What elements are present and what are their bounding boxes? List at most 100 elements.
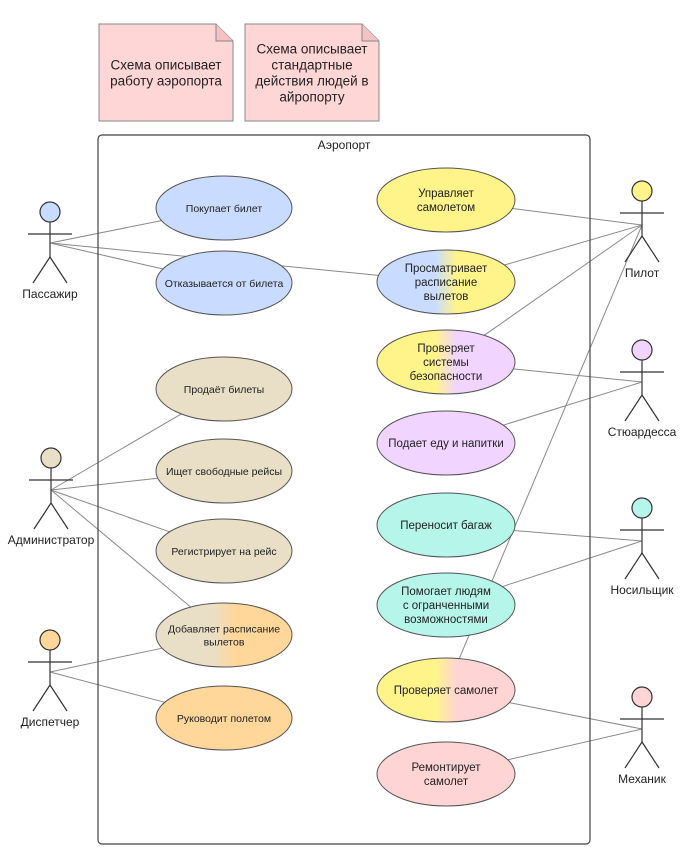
use-case-label: вылетов bbox=[424, 291, 469, 303]
use-case-shape bbox=[155, 438, 293, 504]
system-boundary: Аэропорт bbox=[97, 134, 591, 845]
note-fold bbox=[361, 24, 379, 42]
actor-body bbox=[620, 707, 664, 769]
use-case-label: самолетом bbox=[417, 202, 475, 214]
association-porter-helps-disabled bbox=[502, 540, 643, 588]
use-case-checks-plane: Проверяет самолет bbox=[376, 657, 516, 723]
actor-head bbox=[631, 497, 653, 519]
use-case-registers: Регистрирует на рейс bbox=[155, 518, 293, 584]
use-case-helps-disabled: Помогает людям с огранченными возможностям… bbox=[376, 572, 516, 638]
associations bbox=[49, 207, 643, 761]
use-case-label: Покупает билет bbox=[186, 203, 263, 215]
association-admin-sells-tickets bbox=[50, 413, 182, 491]
actor-body bbox=[29, 468, 73, 530]
actor-dispatcher: Диспетчер bbox=[21, 629, 80, 729]
actor-body bbox=[620, 518, 664, 580]
actor-head bbox=[39, 201, 61, 223]
actor-head bbox=[631, 686, 653, 708]
association-pilot-checks-safety bbox=[483, 224, 643, 336]
association-pilot-flies-plane bbox=[512, 207, 643, 226]
association-stewardess-checks-safety bbox=[513, 368, 643, 383]
actor-pilot: Пилот bbox=[620, 180, 664, 280]
use-case-label: Управляет bbox=[418, 188, 475, 200]
association-admin-adds-schedule bbox=[50, 489, 192, 608]
actor-porter: Носильщик bbox=[610, 497, 674, 597]
note-body bbox=[98, 23, 234, 122]
use-case-label: Проверяет самолет bbox=[394, 685, 499, 697]
use-case-label: самолет bbox=[424, 776, 469, 788]
use-case-shape bbox=[155, 250, 293, 316]
note-text-line: Схема описывает bbox=[257, 42, 368, 57]
association-porter-carries-luggage bbox=[513, 530, 643, 542]
use-case-label: Просматривает bbox=[405, 263, 488, 275]
association-stewardess-serves-food bbox=[503, 381, 643, 426]
association-dispatcher-directs-flight bbox=[49, 671, 165, 703]
association-passenger-buys-ticket bbox=[49, 220, 162, 244]
actor-body bbox=[620, 360, 664, 422]
association-pilot-views-schedule bbox=[504, 224, 643, 266]
association-admin-finds-flights bbox=[50, 477, 158, 491]
use-case-shape bbox=[376, 249, 516, 315]
association-dispatcher-adds-schedule bbox=[49, 647, 163, 673]
actor-label: Пассажир bbox=[22, 287, 78, 301]
note-text-line: работу аэропорта bbox=[110, 74, 222, 89]
actor-label: Носильщик bbox=[610, 583, 674, 597]
use-case-label: Помогает людям bbox=[401, 586, 491, 598]
note-text-line: айропорту bbox=[279, 90, 344, 105]
actor-head bbox=[631, 180, 653, 202]
actor-body bbox=[620, 201, 664, 263]
use-case-label: Ищет свободные рейсы bbox=[166, 466, 282, 478]
use-case-shape bbox=[155, 175, 293, 241]
use-case-sells-tickets: Продаёт билеты bbox=[155, 356, 293, 422]
use-case-shape bbox=[376, 167, 516, 233]
actor-head bbox=[40, 447, 62, 469]
use-case-label: Регистрирует на рейс bbox=[171, 546, 276, 558]
actor-label: Диспетчер bbox=[21, 715, 80, 729]
actor-label: Пилот bbox=[625, 266, 660, 280]
actor-mechanic: Механик bbox=[618, 686, 667, 786]
use-case-directs-flight: Руководит полетом bbox=[155, 685, 293, 751]
association-admin-registers bbox=[50, 489, 170, 533]
use-case-label: возможностями bbox=[404, 614, 488, 626]
use-case-label: безопасности bbox=[410, 371, 483, 383]
use-case-buys-ticket: Покупает билет bbox=[155, 175, 293, 241]
actor-body bbox=[28, 222, 72, 284]
use-case-label: системы bbox=[423, 357, 469, 369]
actor-label: Администратор bbox=[8, 533, 95, 547]
use-case-shape bbox=[376, 492, 516, 558]
association-mechanic-repairs-plane bbox=[507, 728, 643, 761]
system-frame bbox=[97, 134, 591, 845]
use-case-shape bbox=[376, 329, 516, 395]
association-mechanic-checks-plane bbox=[509, 702, 643, 730]
use-case-flies-plane: Управляет самолетом bbox=[376, 167, 516, 233]
use-case-label: Ремонтирует bbox=[411, 762, 481, 774]
use-case-label: вылетов bbox=[204, 637, 245, 649]
note-text-line: стандартные bbox=[271, 58, 352, 73]
actor-passenger: Пассажир bbox=[22, 201, 78, 301]
use-case-label: Добавляет расписание bbox=[168, 624, 280, 636]
use-case-shape bbox=[155, 518, 293, 584]
note-fold bbox=[215, 24, 233, 42]
actor-stewardess: Стюардесса bbox=[608, 339, 677, 439]
use-case-label: с огранченными bbox=[403, 600, 489, 612]
use-case-finds-flights: Ищет свободные рейсы bbox=[155, 438, 293, 504]
system-title: Аэропорт bbox=[318, 138, 371, 152]
actor-body bbox=[28, 650, 72, 712]
note-text-line: Схема описывает bbox=[111, 58, 222, 73]
use-case-shape bbox=[376, 572, 516, 638]
use-case-label: Отказывается от билета bbox=[165, 278, 284, 290]
actor-head bbox=[39, 629, 61, 651]
use-case-label: Переносит багаж bbox=[400, 520, 492, 532]
actor-head bbox=[631, 339, 653, 361]
use-case-shape bbox=[155, 602, 293, 668]
note-text-line: действия людей в bbox=[255, 74, 368, 89]
